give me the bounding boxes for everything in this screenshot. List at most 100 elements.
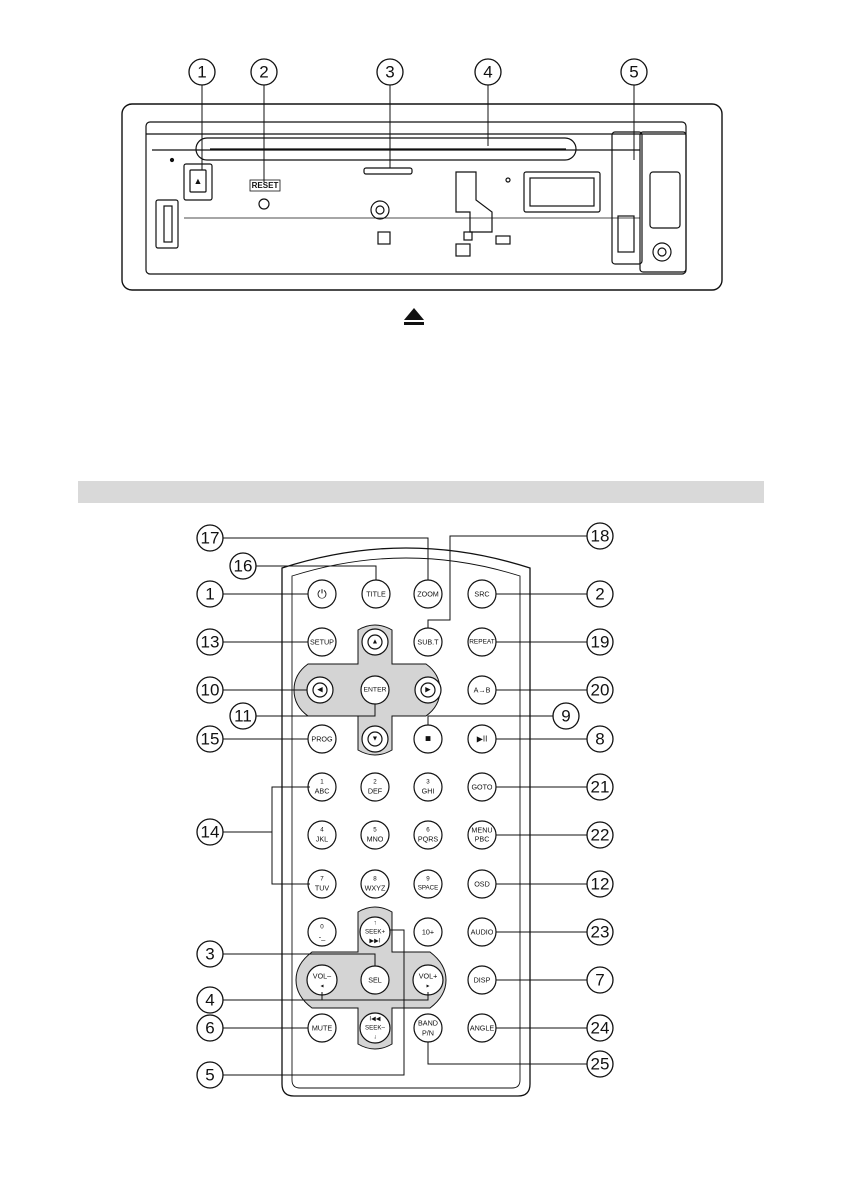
svg-text:SUB.T: SUB.T <box>417 638 439 647</box>
left-button[interactable]: ◀ <box>306 676 334 704</box>
callout-17: 17 <box>196 524 224 552</box>
svg-text:SRC: SRC <box>474 590 489 599</box>
svg-text:BAND: BAND <box>418 1019 438 1028</box>
svg-text:SEEK–: SEEK– <box>365 1025 386 1032</box>
reset-label: RESET <box>252 181 279 190</box>
callout-13: 13 <box>196 628 224 656</box>
head-unit-leader-lines <box>201 85 635 182</box>
disp-button[interactable]: DISP <box>467 965 497 995</box>
repeat-button[interactable]: REPEAT <box>467 627 497 657</box>
prog-button[interactable]: PROG <box>307 724 337 754</box>
callout-9: 9 <box>552 702 580 730</box>
svg-text:16: 16 <box>234 557 253 576</box>
svg-text:7: 7 <box>595 971 604 990</box>
eject-symbol-icon <box>404 308 424 325</box>
svg-text:MUTE: MUTE <box>312 1024 333 1033</box>
right-button[interactable]: ▶ <box>414 676 442 704</box>
svg-text:5: 5 <box>205 1066 214 1085</box>
svg-text:▸: ▸ <box>426 983 429 990</box>
callout-3: 3 <box>376 58 404 86</box>
svg-text:PROG: PROG <box>311 735 333 744</box>
svg-text:22: 22 <box>591 826 610 845</box>
remote-buttons: ⏻ TITLE ZOOM SRC SETUP ▲ SUB.T REPEAT ◀ … <box>306 579 497 1044</box>
svg-text:0: 0 <box>320 924 324 931</box>
svg-text:10+: 10+ <box>422 928 434 937</box>
svg-text:5: 5 <box>629 63 638 82</box>
callout-20: 20 <box>586 676 614 704</box>
setup-button[interactable]: SETUP <box>307 627 337 657</box>
ab-button[interactable]: A→B <box>467 675 497 705</box>
title-button[interactable]: TITLE <box>361 579 391 609</box>
sel-button[interactable]: SEL <box>360 965 390 995</box>
zoom-button[interactable]: ZOOM <box>413 579 443 609</box>
seek-minus-button[interactable]: I◀◀SEEK–↓ <box>359 1012 391 1044</box>
subt-button[interactable]: SUB.T <box>413 627 443 657</box>
seek-plus-button[interactable]: ↑SEEK+▶▶I <box>359 916 391 948</box>
svg-text:OSD: OSD <box>474 880 490 889</box>
stop-icon: ■ <box>425 734 431 745</box>
down-button[interactable]: ▼ <box>361 725 389 753</box>
svg-text:6: 6 <box>205 1019 214 1038</box>
svg-text:GOTO: GOTO <box>471 783 492 792</box>
vol-plus-button[interactable]: VOL+ ▸ <box>412 964 444 996</box>
osd-button[interactable]: OSD <box>467 869 497 899</box>
svg-text:SEEK+: SEEK+ <box>365 929 386 936</box>
svg-text:ENTER: ENTER <box>363 687 386 694</box>
svg-text:VOL+: VOL+ <box>419 972 438 981</box>
goto-button[interactable]: GOTO <box>467 772 497 802</box>
stop-button[interactable]: ■ <box>413 724 443 754</box>
callout-4: 4 <box>474 58 502 86</box>
callout-7: 7 <box>586 966 614 994</box>
svg-text:2: 2 <box>259 63 268 82</box>
remote-leader-lines <box>223 535 587 1076</box>
head-unit-callouts: 1 2 3 4 5 <box>188 58 648 86</box>
vol-minus-button[interactable]: VOL–◂ <box>306 964 338 996</box>
svg-text:21: 21 <box>591 778 610 797</box>
svg-text:WXYZ: WXYZ <box>365 884 386 893</box>
callout-5: 5 <box>620 58 648 86</box>
enter-button[interactable]: ENTER <box>360 675 390 705</box>
up-button[interactable]: ▲ <box>361 628 389 656</box>
svg-text:▶▶I: ▶▶I <box>369 938 381 945</box>
callout-5-remote: 5 <box>196 1061 224 1089</box>
callout-22: 22 <box>586 821 614 849</box>
svg-text:1: 1 <box>205 585 214 604</box>
ten-plus-button[interactable]: 10+ <box>413 917 443 947</box>
svg-text:1: 1 <box>320 779 324 786</box>
angle-button[interactable]: ANGLE <box>467 1013 497 1043</box>
svg-text:SPACE: SPACE <box>418 885 439 892</box>
svg-text:ZOOM: ZOOM <box>417 590 439 599</box>
play-pause-button[interactable]: ▶II <box>467 724 497 754</box>
callout-6: 6 <box>196 1014 224 1042</box>
svg-text:P/N: P/N <box>422 1029 434 1038</box>
svg-text:MENU: MENU <box>471 826 492 835</box>
svg-text:-_: -_ <box>319 933 326 942</box>
svg-text:20: 20 <box>591 681 610 700</box>
svg-text:◂: ◂ <box>320 983 323 990</box>
svg-text:ABC: ABC <box>315 787 330 796</box>
audio-button[interactable]: AUDIO <box>467 917 497 947</box>
svg-text:4: 4 <box>483 63 492 82</box>
svg-text:2: 2 <box>595 585 604 604</box>
mute-button[interactable]: MUTE <box>307 1013 337 1043</box>
power-button[interactable]: ⏻ <box>307 579 337 609</box>
num-0-button[interactable]: 0 -_ <box>307 917 337 947</box>
svg-text:7: 7 <box>320 876 324 883</box>
eject-icon: ▲ <box>194 176 203 186</box>
svg-text:PQRS: PQRS <box>418 835 439 844</box>
src-button[interactable]: SRC <box>467 579 497 609</box>
svg-text:4: 4 <box>320 827 324 834</box>
svg-text:12: 12 <box>591 875 610 894</box>
